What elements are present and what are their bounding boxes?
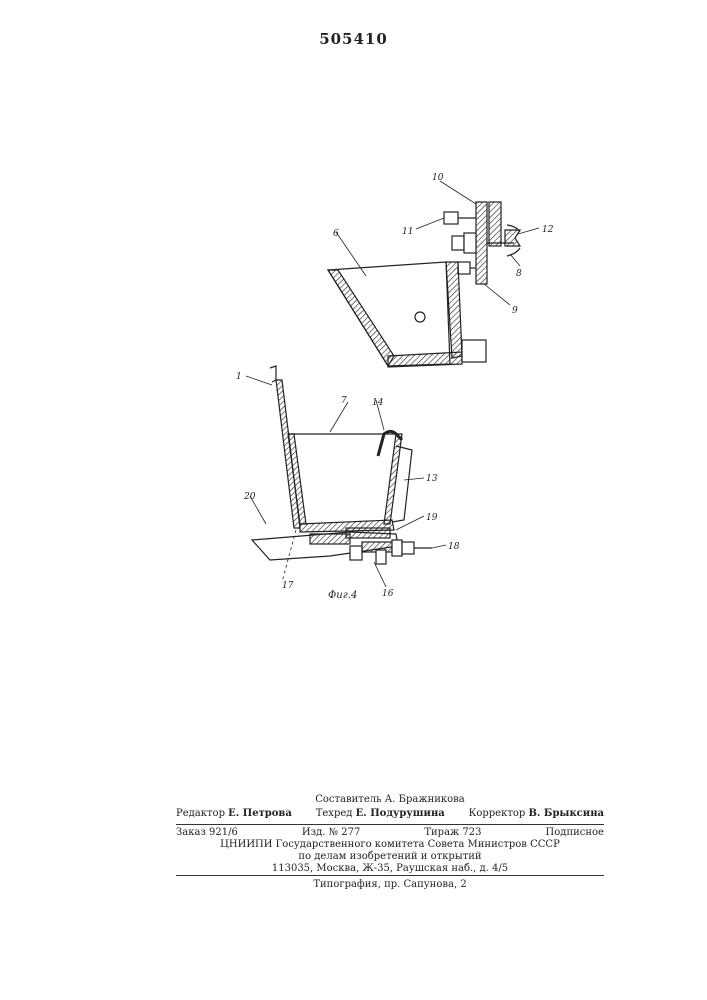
printer-line: Типография, пр. Сапунова, 2 [176,879,604,891]
izd-number: Изд. № 277 [302,827,360,839]
org-line-2: по делам изобретений и открытий [176,851,604,863]
tirazh: Тираж 723 [424,827,481,839]
label-19: 19 [426,513,438,523]
colophon: Составитель А. Бражникова [176,794,604,806]
techred: Техред Е. Подурушина [316,808,445,820]
order-number: Заказ 921/6 [176,827,238,839]
order-block: Заказ 921/6 Изд. № 277 Тираж 723 Подписн… [176,827,604,875]
label-17: 17 [282,581,294,591]
label-16: 16 [382,589,394,599]
label-1: 1 [236,372,242,382]
label-18: 18 [448,542,460,552]
figure-caption: Фиг.4 [328,590,357,601]
label-8: 8 [516,269,522,279]
label-11: 11 [402,227,413,237]
label-14: 14 [372,398,384,408]
corrector: Корректор В. Брыксина [469,808,604,820]
label-12: 12 [542,225,554,235]
label-9: 9 [512,306,518,316]
label-10: 10 [432,173,444,183]
org-line-3: 113035, Москва, Ж-35, Раушская наб., д. … [176,863,604,875]
printer-block: Типография, пр. Сапунова, 2 [176,879,604,891]
staff-row: Редактор Е. Петрова Техред Е. Подурушина… [176,808,604,820]
label-6: 6 [333,229,339,239]
divider-top [176,824,604,825]
label-7: 7 [341,396,347,406]
upper-hopper [328,262,486,367]
podpisnoe: Подписное [546,827,604,839]
divider-bottom [176,875,604,876]
label-20: 20 [243,492,256,502]
label-13: 13 [426,474,438,484]
editor: Редактор Е. Петрова [176,808,292,820]
compiler-line: Составитель А. Бражникова [176,794,604,806]
org-line-1: ЦНИИПИ Государственного комитета Совета … [176,839,604,851]
